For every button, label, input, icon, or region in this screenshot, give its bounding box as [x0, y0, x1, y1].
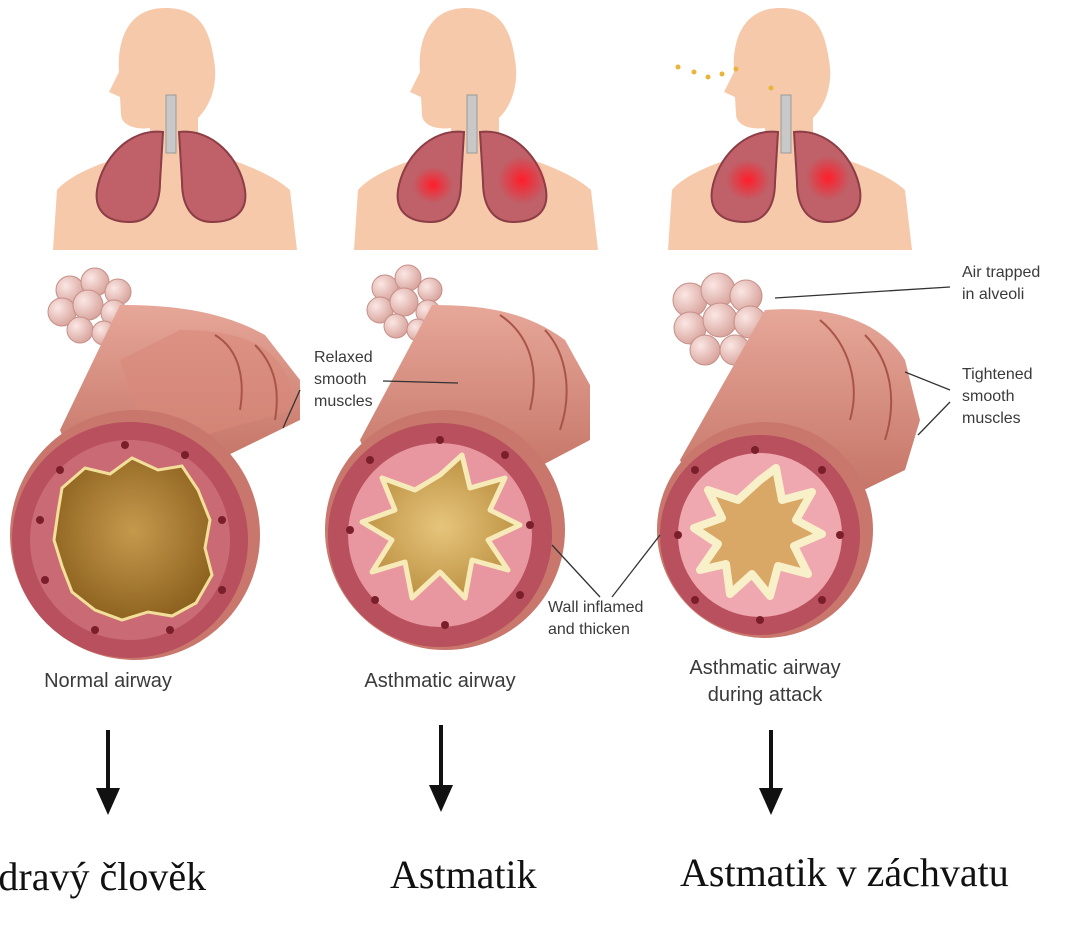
label-normal-airway: Normal airway: [8, 668, 208, 695]
caption-healthy-person: Zdravý člověk: [0, 853, 256, 901]
inflammation-spot: [726, 160, 770, 200]
caption-asthmatic: Astmatik: [390, 851, 537, 899]
annotation-air-trapped: Air trapped in alveoli: [962, 262, 1040, 306]
trachea-icon: [781, 95, 791, 153]
airway-asthmatic: [325, 265, 590, 650]
down-arrow-icon: [429, 725, 453, 812]
caption-asthmatic-attack: Astmatik v záchvatu: [680, 849, 1009, 897]
left-lung-icon: [97, 132, 163, 222]
annotation-tightened-smooth-muscles: Tightened smooth muscles: [962, 364, 1033, 430]
label-asthmatic-airway: Asthmatic airway: [330, 668, 550, 695]
caption-healthy-person-text: Zdravý člověk: [0, 853, 206, 901]
annotation-relaxed-smooth-muscles: Relaxed smooth muscles: [314, 347, 373, 413]
inflammation-spot: [413, 167, 453, 203]
down-arrow-icon: [759, 730, 783, 815]
airway-attack: [657, 273, 920, 638]
airway-lumen: [54, 458, 212, 620]
inflammation-spot: [498, 156, 546, 204]
trachea-icon: [467, 95, 477, 153]
annotation-wall-inflamed: Wall inflamed and thicken: [548, 597, 643, 641]
down-arrow-icon: [96, 730, 120, 815]
right-lung-icon: [179, 132, 245, 222]
label-asthmatic-airway-attack: Asthmatic airway during attack: [660, 655, 870, 709]
human-silhouette-asthmatic: [354, 8, 598, 250]
human-silhouette-attack: [668, 8, 912, 250]
human-silhouette-normal: [53, 8, 297, 250]
inflammation-spot: [806, 156, 850, 200]
airway-normal: [10, 268, 300, 660]
trachea-icon: [166, 95, 176, 153]
